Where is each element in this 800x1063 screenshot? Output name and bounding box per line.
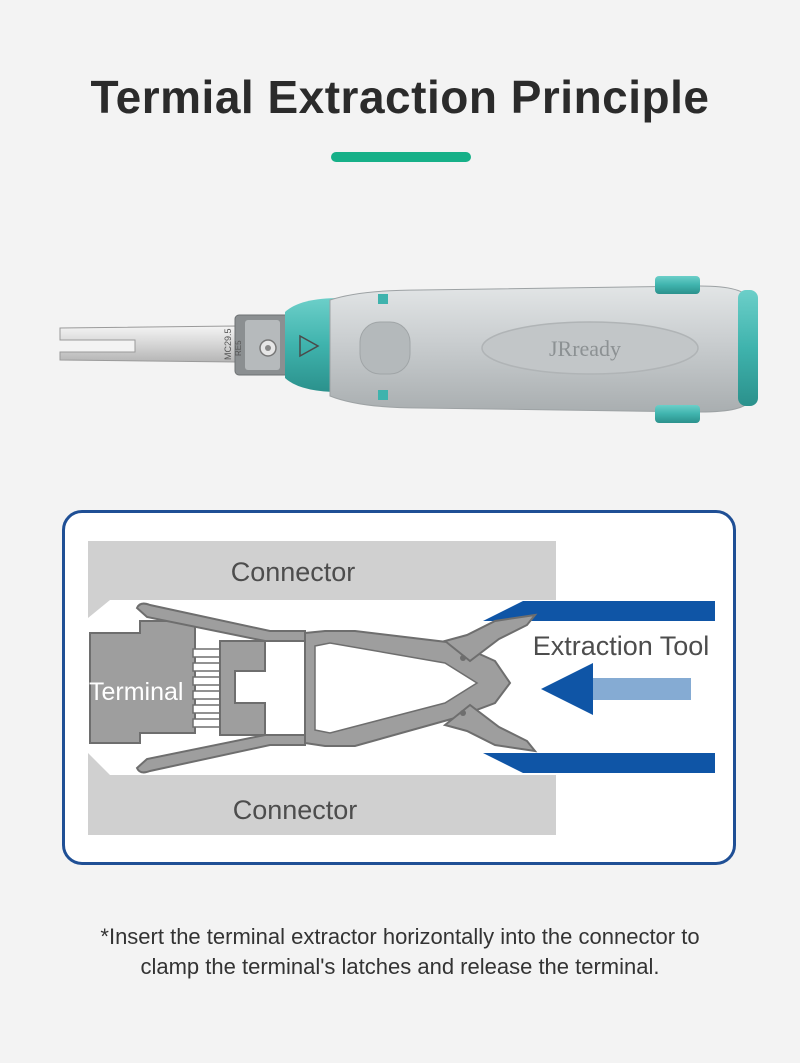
title-accent-bar xyxy=(331,152,471,162)
blade-marking-secondary: RE5 xyxy=(234,340,243,356)
principle-diagram: Connector Connector Terminal Extraction … xyxy=(88,541,715,835)
extraction-tool-label: Extraction Tool xyxy=(533,631,710,661)
terminal-body xyxy=(89,620,196,744)
terminal-label: Terminal xyxy=(89,678,183,706)
terminal-contact-slot xyxy=(314,642,479,734)
connector-bottom-label: Connector xyxy=(233,795,358,825)
extractor-blade xyxy=(59,325,236,363)
connector-top xyxy=(88,541,556,618)
terminal-latch-bottom xyxy=(442,703,538,753)
direction-marker xyxy=(299,334,320,358)
extractor-tool-illustration: JRready MC29.5 RE5 xyxy=(0,260,800,435)
insertion-arrow-head xyxy=(541,663,593,715)
connector-top-label: Connector xyxy=(231,557,356,587)
terminal-latch-top xyxy=(442,613,538,663)
insertion-arrow-shaft xyxy=(593,678,691,700)
tool-jaw-bottom xyxy=(483,753,715,773)
connector-bottom xyxy=(88,753,556,835)
extractor-tool-graphic: JRready MC29.5 RE5 xyxy=(59,276,758,423)
grip-pad xyxy=(359,321,411,375)
crimp-teeth xyxy=(192,648,224,728)
terminal-neck xyxy=(219,640,266,736)
rear-clip-top xyxy=(655,276,700,294)
rear-clip-bottom xyxy=(655,405,700,423)
page-title: Termial Extraction Principle xyxy=(90,71,710,123)
brand-logo: JRready xyxy=(549,336,621,361)
blade-marking: MC29.5 xyxy=(223,328,233,360)
instruction-caption: *Insert the terminal extractor horizonta… xyxy=(100,924,700,979)
terminal-wing-bottom xyxy=(135,734,306,774)
logo-oval xyxy=(481,321,699,375)
terminal-wing-top xyxy=(135,602,306,642)
tool-jaw-top xyxy=(483,601,715,621)
rear-cap xyxy=(738,290,758,406)
principle-diagram-frame: Connector Connector Terminal Extraction … xyxy=(62,510,736,865)
